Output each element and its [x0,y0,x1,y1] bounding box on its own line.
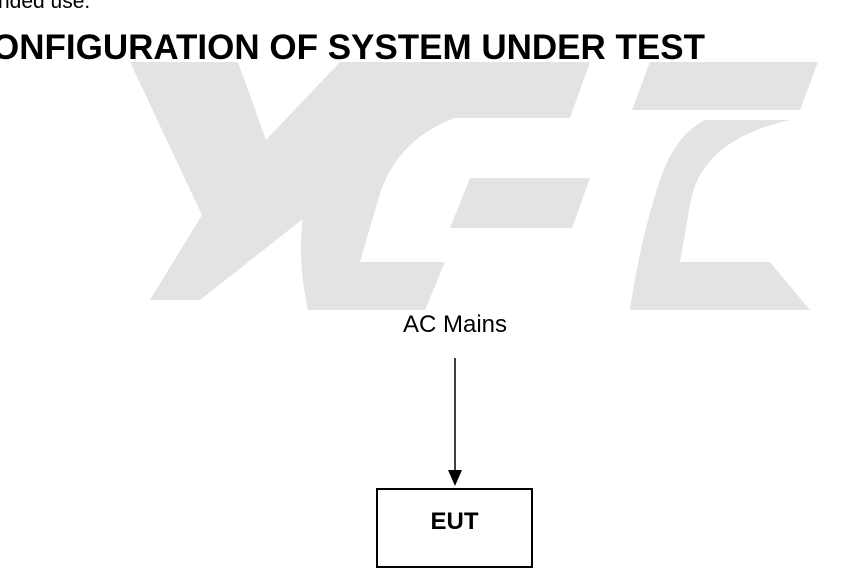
connection-diagram [448,358,462,486]
arrow-down-icon [448,470,462,486]
watermark-letter-t-bar [632,62,818,110]
section-heading: ONFIGURATION OF SYSTEM UNDER TEST [0,28,705,67]
eut-label: EUT [430,508,479,535]
watermark-letter-c [300,62,590,310]
eut-box: EUT [376,488,533,568]
ac-mains-label: AC Mains [402,311,508,338]
watermark-logo [130,62,818,310]
preceding-text: nded use. [0,0,91,13]
watermark-letter-t-stem [630,120,810,310]
watermark-hyphen [450,178,590,228]
